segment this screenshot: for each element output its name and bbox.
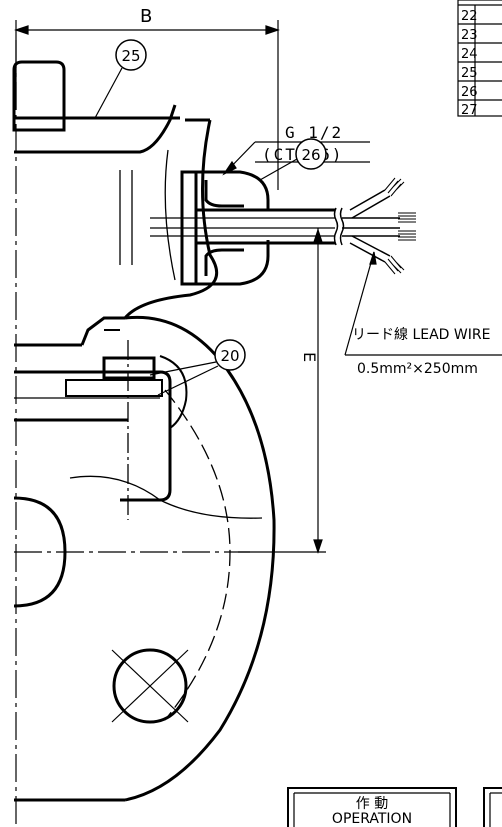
parts-table-row: 26 (461, 85, 478, 100)
callout-26: 26 (259, 138, 327, 181)
operation-box (287, 787, 457, 827)
dimension-e-label: E (300, 352, 319, 362)
adjacent-box (483, 787, 502, 827)
flange (14, 315, 276, 802)
wire-strands (384, 177, 416, 275)
svg-text:20: 20 (220, 347, 239, 365)
wire-break (333, 189, 400, 263)
parts-table-row: 22 (461, 9, 478, 24)
parts-table-row: 27 (461, 103, 478, 118)
dimension-e (238, 228, 326, 554)
parts-table-row: 23 (461, 28, 478, 43)
dimension-b-label: B (140, 6, 152, 27)
thread-size-label: G 1/2 (285, 123, 343, 142)
bolt-hole (111, 648, 189, 724)
svg-text:25: 25 (121, 47, 140, 65)
bore-opening (13, 496, 67, 608)
parts-table (457, 0, 502, 117)
lead-wire-leader (344, 251, 502, 356)
bolt-assembly (14, 355, 188, 502)
lead-wire-spec: 0.5mm²×250mm (357, 361, 478, 377)
bolt-detail (14, 340, 160, 520)
parts-table-row: 24 (461, 47, 478, 62)
callout-20: 20 (149, 339, 246, 396)
dimension-b (14, 20, 280, 190)
parts-table-row: 25 (461, 66, 478, 81)
callout-25: 25 (94, 39, 147, 119)
flange-hidden-lines (14, 389, 263, 721)
body-detail-lines (119, 149, 176, 281)
svg-text:26: 26 (301, 146, 320, 164)
valve-body (14, 104, 219, 347)
operation-label-jp: 作 動 (356, 796, 388, 812)
top-nut (12, 60, 180, 132)
wire-channel (150, 217, 335, 237)
operation-label-en: OPERATION (332, 811, 412, 827)
lead-wire-label: リード線 LEAD WIRE (352, 327, 490, 343)
